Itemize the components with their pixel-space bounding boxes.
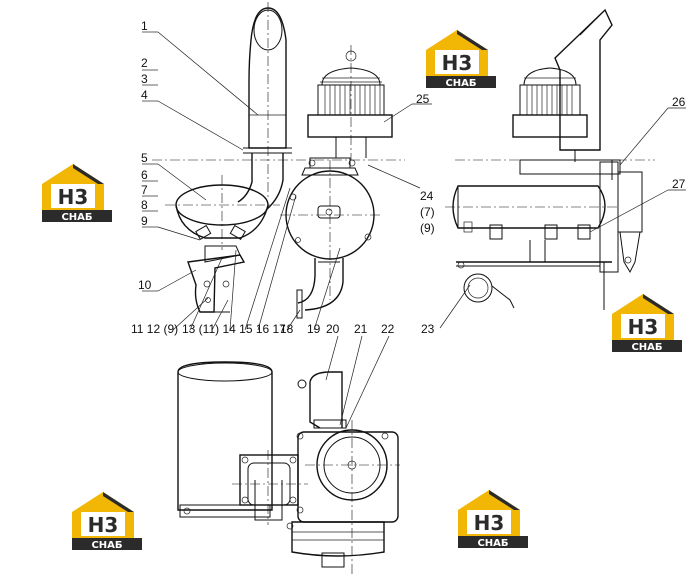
svg-text:H3: H3 <box>442 51 473 75</box>
callout-labels: 1 2 3 4 5 6 7 8 9 10 11 12 (9) 13 (11) 1… <box>131 19 686 336</box>
assembly-front-view <box>152 2 655 319</box>
callout-11-12: 11 12 (9) <box>131 322 178 336</box>
callout-25: 25 <box>416 92 430 106</box>
leader-lines <box>142 31 686 429</box>
callout-24: 24 <box>420 189 434 203</box>
callout-8: 8 <box>141 198 148 212</box>
callout-9: 9 <box>141 214 148 228</box>
callout-4: 4 <box>141 88 148 102</box>
callout-18: 18 <box>280 322 294 336</box>
callout-19: 19 <box>307 322 321 336</box>
watermark-logo: H3 СНАБ <box>612 294 682 353</box>
callout-7: 7 <box>141 183 148 197</box>
callout-1: 1 <box>141 19 148 33</box>
callout-22: 22 <box>381 322 395 336</box>
svg-text:СНАБ: СНАБ <box>477 538 508 549</box>
callout-5: 5 <box>141 151 148 165</box>
watermark-logo: H3 СНАБ <box>42 164 112 223</box>
callout-27: 27 <box>672 177 686 191</box>
callout-24-7: (7) <box>420 205 435 219</box>
svg-text:H3: H3 <box>88 513 119 537</box>
callout-2: 2 <box>141 56 148 70</box>
callout-10: 10 <box>138 278 152 292</box>
svg-text:H3: H3 <box>628 315 659 339</box>
callout-20: 20 <box>326 322 340 336</box>
svg-text:H3: H3 <box>474 511 505 535</box>
svg-text:СНАБ: СНАБ <box>445 78 476 89</box>
callout-6: 6 <box>141 168 148 182</box>
callout-23: 23 <box>421 322 435 336</box>
callout-13-17: 13 (11) 14 15 16 17 <box>182 322 286 336</box>
callout-3: 3 <box>141 72 148 86</box>
svg-text:СНАБ: СНАБ <box>91 540 122 551</box>
watermark-logo: H3 СНАБ <box>72 492 142 551</box>
callout-24-9: (9) <box>420 221 435 235</box>
svg-text:H3: H3 <box>58 185 89 209</box>
svg-text:СНАБ: СНАБ <box>631 342 662 353</box>
watermark-logo: H3 СНАБ <box>426 30 496 89</box>
assembly-top-view <box>177 361 400 575</box>
assembly-side-view <box>445 8 643 310</box>
watermark-logo: H3 СНАБ <box>458 490 528 549</box>
svg-text:СНАБ: СНАБ <box>61 212 92 223</box>
callout-21: 21 <box>354 322 368 336</box>
callout-26: 26 <box>672 95 686 109</box>
